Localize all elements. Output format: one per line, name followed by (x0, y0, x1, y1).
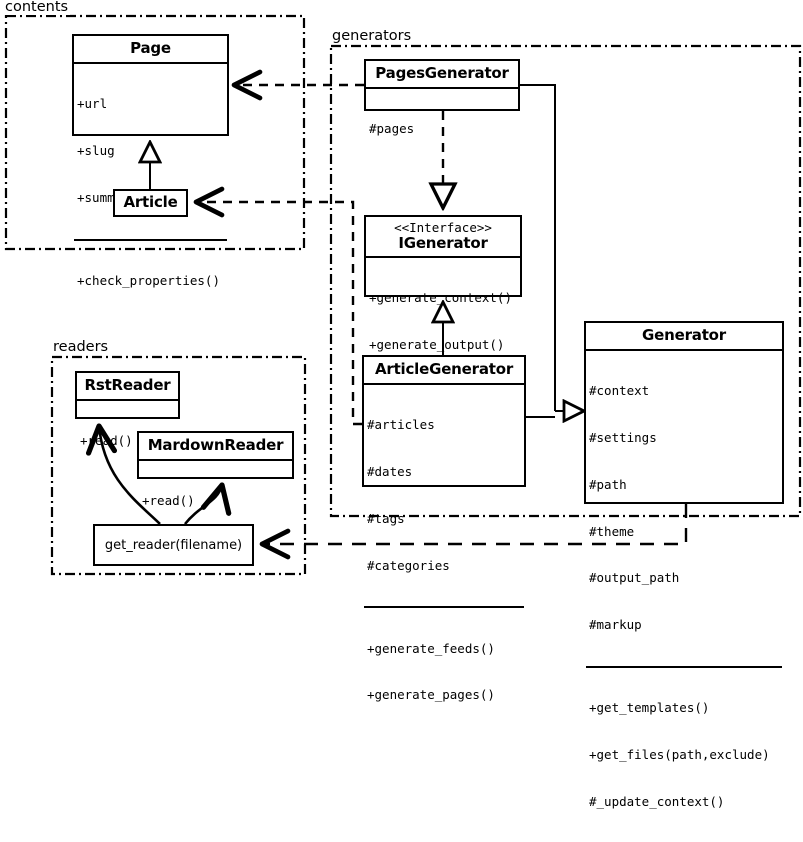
attribute-item: #settings (589, 429, 657, 445)
class-box-pagesgenerator[interactable]: PagesGenerator #pages (364, 59, 520, 136)
class-operations-page: +check_properties() (74, 238, 227, 322)
attribute-item: #articles (367, 417, 435, 433)
operation-item: +get_templates() (589, 700, 710, 716)
class-name-pagesgenerator: PagesGenerator (375, 64, 509, 82)
class-attributes-generator: #context #settings #path #theme #output_… (586, 349, 782, 666)
attribute-item: #theme (589, 523, 635, 539)
attribute-item: +slug (77, 142, 115, 158)
package-label-readers: readers (52, 339, 111, 355)
class-box-rstreader[interactable]: RstReader +read() (75, 371, 180, 448)
operation-item: +check_properties() (77, 272, 220, 288)
function-label-get-reader: get_reader(filename) (104, 537, 243, 553)
attribute-item: #output_path (589, 570, 680, 586)
class-stereotype-igenerator: <<Interface>> (394, 220, 492, 235)
class-attributes-articlegenerator: #articles #dates #tags #categories (364, 383, 524, 606)
operation-item: +generate_pages() (367, 687, 495, 703)
class-name-page: Page (130, 39, 171, 57)
class-box-igenerator[interactable]: <<Interface>> IGenerator +generate_conte… (364, 215, 522, 352)
attribute-item: #path (589, 476, 627, 492)
operation-item: +generate_feeds() (367, 640, 495, 656)
class-name-generator: Generator (642, 326, 726, 344)
operation-item: +get_files(path,exclude) (589, 746, 770, 762)
class-name-rstreader: RstReader (84, 376, 171, 394)
class-box-mardownreader[interactable]: MardownReader +read() (137, 431, 294, 508)
function-box-get-reader[interactable]: get_reader(filename) (93, 524, 254, 566)
attribute-item: #markup (589, 617, 642, 633)
class-attributes-pagesgenerator: #pages (366, 87, 518, 170)
attribute-item: #pages (369, 121, 415, 137)
operation-item: #_update_context() (589, 793, 725, 809)
relation-generators-inherit-generator (520, 84, 584, 417)
class-name-articlegenerator: ArticleGenerator (374, 360, 514, 378)
attribute-item: #context (589, 383, 650, 399)
class-box-generator[interactable]: Generator #context #settings #path #them… (584, 321, 784, 809)
operation-item: +generate_output() (369, 336, 505, 352)
class-name-mardownreader: MardownReader (147, 436, 284, 454)
class-operations-generator: +get_templates() +get_files(path,exclude… (586, 665, 782, 842)
attribute-item: #tags (367, 510, 405, 526)
class-name-igenerator: IGenerator (398, 233, 488, 252)
class-box-articlegenerator[interactable]: ArticleGenerator #articles #dates #tags … (362, 355, 526, 702)
attribute-item: #categories (367, 557, 450, 573)
operation-item: +generate_context() (369, 289, 512, 305)
operation-item: +read() (142, 493, 195, 509)
class-box-article[interactable]: Article (113, 189, 188, 217)
class-box-page[interactable]: Page +url +slug +summary +check_properti… (72, 34, 229, 288)
class-name-article: Article (123, 193, 178, 211)
uml-class-diagram: contents generators readers (4, 0, 802, 809)
package-label-contents: contents (4, 0, 71, 15)
package-label-generators: generators (331, 28, 414, 44)
attribute-item: #dates (367, 463, 413, 479)
class-operations-articlegenerator: +generate_feeds() +generate_pages() (364, 606, 524, 736)
attribute-item: +url (77, 96, 108, 112)
